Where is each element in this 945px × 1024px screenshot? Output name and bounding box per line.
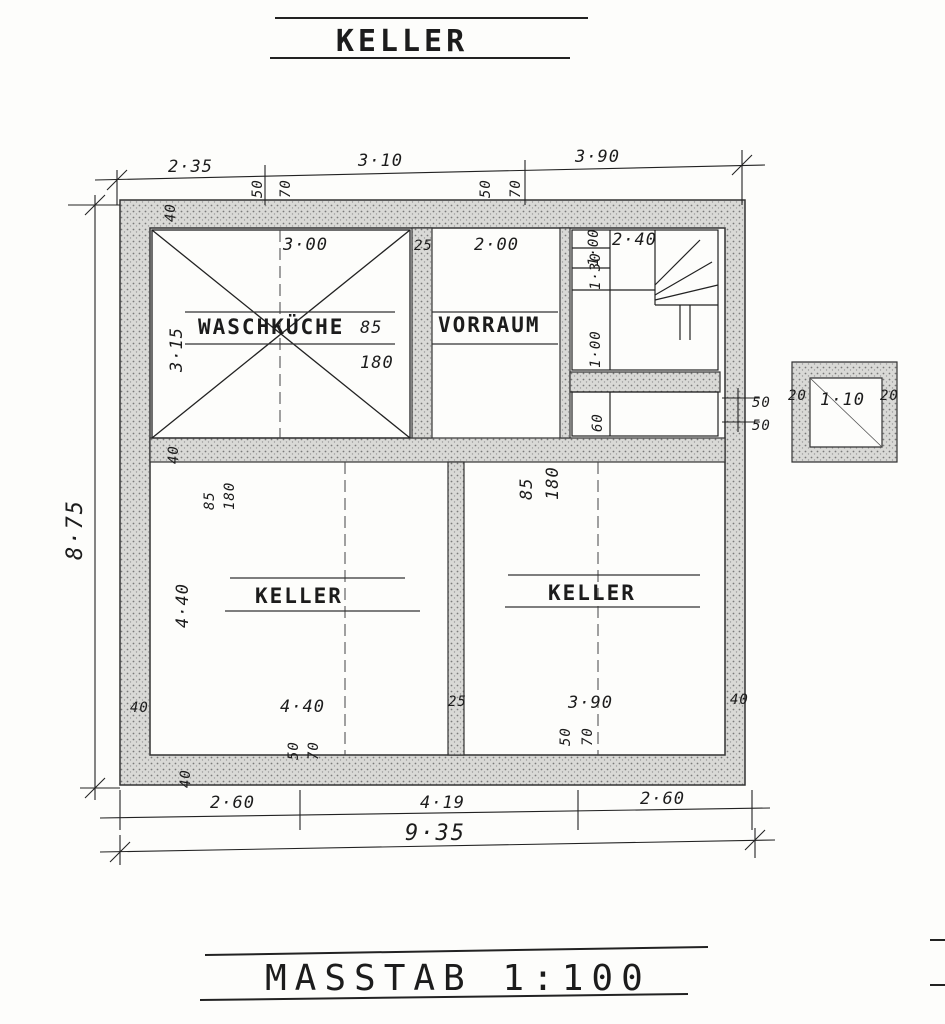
dim-inner-waschkueche: 3·00: [282, 235, 328, 255]
dim-stair-130: 1·30: [588, 252, 604, 290]
dim-inner-stair: 2·40: [612, 230, 657, 250]
dim-door-85-left: 85: [202, 491, 218, 510]
waschkueche-void: [151, 229, 411, 439]
dim-bottom-total: 9·35: [405, 821, 466, 846]
dim-inner-vorraum: 2·00: [474, 235, 519, 255]
dim-bottom-2: 4·19: [420, 793, 465, 813]
dim-bottom-3: 2·60: [640, 789, 685, 809]
dim-shaft-wall-20-left: 20: [788, 388, 807, 404]
dim-window-70-d: 70: [580, 727, 596, 746]
dim-window-70-a: 70: [278, 179, 294, 198]
plan-title: KELLER: [270, 17, 588, 59]
interior-walls: [149, 227, 726, 756]
dim-wall-25-bottom: 25: [448, 694, 467, 710]
scale-label: MASSTAB 1:100: [265, 958, 651, 999]
dim-window-50-a: 50: [250, 179, 266, 198]
dim-left-total: 8·75: [63, 499, 88, 560]
scale-block: MASSTAB 1:100: [199, 946, 709, 1001]
dim-top-1: 2·35: [168, 157, 213, 177]
dim-keller-height: 4·40: [173, 583, 193, 628]
dimension-lines: [68, 150, 776, 865]
dimension-labels: 2·35 3·10 3·90 3·00 25 2·00 2·40 50 70 5…: [63, 147, 899, 846]
dim-shaft-50a: 50: [752, 395, 771, 411]
dim-door-180-right: 180: [543, 466, 563, 500]
dim-window-70-b: 70: [508, 179, 524, 198]
dim-shaft-50b: 50: [752, 418, 771, 434]
room-label-keller-left: KELLER: [255, 584, 343, 608]
dim-window-50-c: 50: [286, 741, 302, 760]
light-shaft: [791, 361, 898, 463]
room-axes: [279, 230, 599, 755]
dim-wall-40-top: 40: [163, 203, 179, 222]
dim-waschkueche-height: 3·15: [167, 327, 187, 373]
dim-stair-60: 60: [590, 413, 606, 432]
dim-door-85-wk: 85: [360, 318, 382, 338]
dim-top-2: 3·10: [357, 151, 403, 171]
dim-door-180-wk: 180: [360, 353, 394, 373]
dim-keller-left-width: 4·40: [280, 697, 325, 717]
staircase: [571, 229, 719, 437]
dim-top-3: 3·90: [574, 147, 620, 167]
dim-door-180-left: 180: [222, 482, 238, 510]
dim-wall-40-bl: 40: [130, 700, 149, 716]
room-label-keller-right: KELLER: [548, 581, 636, 605]
dim-wall-40-bottom: 40: [178, 769, 194, 788]
dim-wall-40-br: 40: [730, 692, 749, 708]
dim-stair-100: 1·00: [588, 330, 604, 368]
dim-window-70-c: 70: [306, 741, 322, 760]
edge-marks: [930, 939, 945, 986]
dim-wall-40-mid: 40: [166, 445, 182, 464]
title-text: KELLER: [336, 24, 468, 59]
dim-window-50-b: 50: [478, 179, 494, 198]
dim-door-85-right: 85: [517, 478, 537, 500]
dim-shaft-wall-20-right: 20: [880, 388, 899, 404]
room-label-waschkueche: WASCHKÜCHE: [198, 314, 344, 339]
room-label-vorraum: VORRAUM: [438, 313, 541, 337]
outer-walls: [119, 199, 746, 786]
dim-wall-25-top: 25: [414, 238, 433, 254]
dim-shaft-width: 1·10: [820, 390, 865, 410]
dim-stair-1-00: 1·00: [586, 228, 602, 266]
dim-bottom-1: 2·60: [210, 793, 255, 813]
dim-window-50-d: 50: [558, 727, 574, 746]
dim-keller-right-width: 3·90: [567, 693, 613, 713]
room-labels: WASCHKÜCHE VORRAUM KELLER KELLER: [185, 311, 700, 612]
